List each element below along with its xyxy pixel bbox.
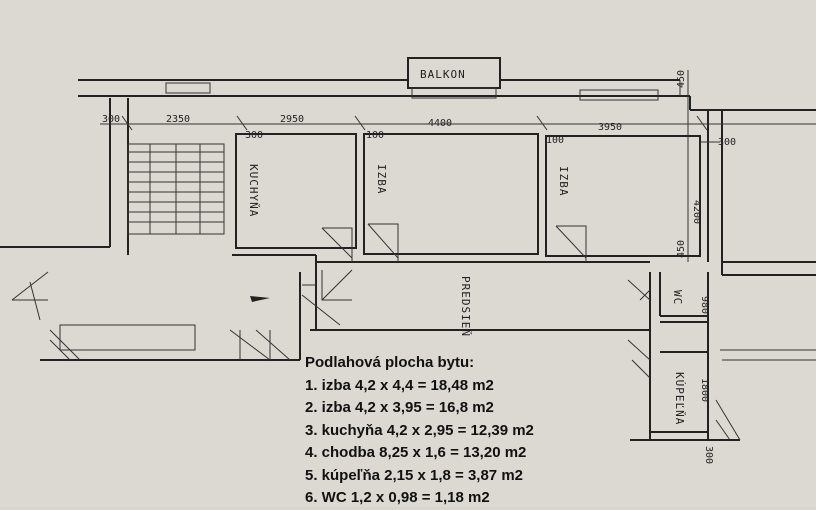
dim-wall-2: 100 <box>546 135 564 146</box>
dim-bottom-wall: 300 <box>703 446 714 464</box>
dim-wc-depth: 980 <box>699 296 710 314</box>
dim-left-wall: 300 <box>102 114 120 125</box>
rooms: KUCHYŇA IZBA IZBA PREDSIEŇ WC KÚPEĽŇA 98… <box>40 133 816 464</box>
floor-area-title: Podlahová plocha bytu: <box>305 354 475 371</box>
dim-kitchen-width: 2950 <box>280 114 304 125</box>
floor-area-line-4: 4. chodba 8,25 x 1,6 = 13,20 m2 <box>305 444 527 461</box>
floor-area-line-1: 1. izba 4,2 x 4,4 = 18,48 m2 <box>305 376 494 394</box>
dim-top-wall: 450 <box>676 70 687 88</box>
door-swings <box>11 223 741 441</box>
dim-room-b-width: 3950 <box>598 122 622 133</box>
dim-stair-width: 2350 <box>166 114 190 125</box>
dimension-line: 300 2350 300 2950 100 4400 100 3950 300 … <box>100 70 816 262</box>
bathroom-label: KÚPEĽŇA <box>673 372 686 425</box>
hall-label: PREDSIEŇ <box>459 276 472 337</box>
balcony-label: BALKON <box>420 68 466 81</box>
dim-middle-wall: 450 <box>676 240 687 258</box>
floor-area-line-2: 2. izba 4,2 x 3,95 = 16,8 m2 <box>305 399 494 416</box>
wc-label: WC <box>671 290 684 305</box>
dim-wall-1: 100 <box>366 130 384 141</box>
dim-room-depth: 4200 <box>691 200 702 224</box>
staircase <box>127 143 225 235</box>
dim-kitchen-wall: 300 <box>245 130 263 141</box>
room-b-label: IZBA <box>557 166 570 197</box>
floor-area-line-6: 6. WC 1,2 x 0,98 = 1,18 m2 <box>305 489 490 506</box>
floor-area-line-3: 3. kuchyňa 4,2 x 2,95 = 12,39 m2 <box>305 421 534 439</box>
dim-room-a-width: 4400 <box>428 118 452 129</box>
dim-right-wall: 300 <box>718 137 736 148</box>
room-a-label: IZBA <box>375 164 388 195</box>
dim-bath-depth: 1800 <box>699 378 710 402</box>
floor-area-note: Podlahová plocha bytu: 1. izba 4,2 x 4,4… <box>305 352 534 510</box>
windows <box>59 82 659 351</box>
kitchen-label: KUCHYŇA <box>247 164 260 217</box>
floor-area-line-5: 5. kúpeľňa 2,15 x 1,8 = 3,87 m2 <box>305 466 523 484</box>
